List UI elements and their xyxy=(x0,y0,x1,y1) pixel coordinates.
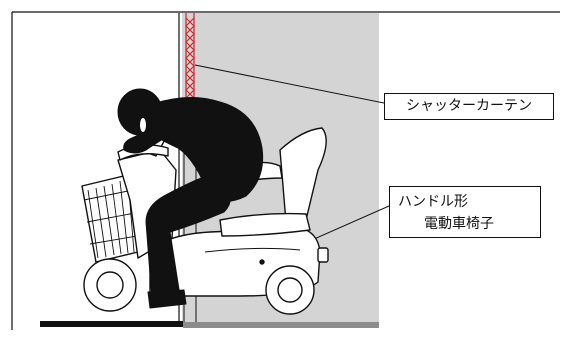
label-wheelchair-line1: ハンドル形 xyxy=(398,191,468,211)
floor-grey-segment xyxy=(183,322,379,328)
rider-face-detail xyxy=(140,118,146,132)
label-electric-wheelchair: ハンドル形 電動車椅子 xyxy=(389,186,541,238)
label-wheelchair-line2: 電動車椅子 xyxy=(424,213,494,233)
rider-foot xyxy=(148,290,186,308)
label-shutter-curtain: シャッターカーテン xyxy=(384,93,554,120)
floor-dark-segment xyxy=(40,321,183,327)
label-shutter-curtain-text: シャッターカーテン xyxy=(406,98,532,114)
